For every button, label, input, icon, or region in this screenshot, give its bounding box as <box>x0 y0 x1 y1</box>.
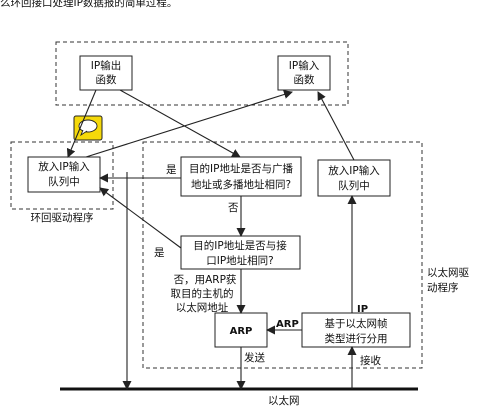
loopback-queue-line1: 放入IP输入 <box>38 160 90 173</box>
loopback-driver-label: 环回驱动程序 <box>31 211 94 224</box>
no-arp-line2: 取目的主机的 <box>171 287 234 300</box>
ip-edge-label: IP <box>357 304 368 315</box>
no-label-1: 否 <box>228 202 239 214</box>
ethernet-driver-region <box>142 141 423 369</box>
ip-layer-region <box>55 41 349 106</box>
demux-line1: 基于以太网帧 <box>325 317 388 330</box>
edge-loopback-ipin <box>85 90 293 158</box>
check-broadcast-line1: 目的IP地址是否与广播 <box>189 162 293 175</box>
demux-line2: 类型进行分用 <box>325 332 388 345</box>
send-label: 发送 <box>244 351 265 364</box>
edge-iface-loopback <box>99 187 182 249</box>
yes-label-2: 是 <box>154 247 165 259</box>
ethernet-label: 以太网 <box>268 394 300 407</box>
ip-input-line1: IP输入 <box>289 59 320 72</box>
check-iface-line2: 口IP地址相同? <box>206 254 274 267</box>
loopback-queue-line2: 队列中 <box>48 175 80 188</box>
loopback-driver-region <box>10 141 114 210</box>
ip-input-line2: 函数 <box>294 73 315 86</box>
header-fragment: 么环回接口处理IP数据报的简单过程。 <box>0 0 177 9</box>
ip-output-line2: 函数 <box>96 73 117 86</box>
yes-label-1: 是 <box>166 164 177 176</box>
arp-edge-label: ARP <box>276 319 299 330</box>
edge-etherqueue-ipin <box>317 91 355 161</box>
ether-driver-label-2: 动程序 <box>427 281 459 294</box>
arp-box-label: ARP <box>230 326 253 337</box>
check-broadcast-line2: 地址或多播地址相同? <box>191 178 291 191</box>
loopback-queue-box <box>27 156 101 193</box>
ip-output-line1: IP输出 <box>91 59 121 72</box>
ip-output-box <box>79 55 133 91</box>
ether-queue-line2: 队列中 <box>338 179 370 192</box>
no-arp-line1: 否，用ARP获 <box>174 274 237 286</box>
speech-bubble-icon <box>73 115 103 141</box>
no-arp-line3: 以太网地址 <box>176 301 229 314</box>
ether-queue-line1: 放入IP输入 <box>328 164 380 177</box>
ip-input-box <box>277 55 331 91</box>
edge-ipout-loopback <box>66 89 97 158</box>
check-iface-line1: 目的IP地址是否与接 <box>193 239 287 252</box>
ether-driver-label-1: 以太网驱 <box>427 266 469 279</box>
edge-ipout-broadcast <box>119 89 241 158</box>
receive-label: 接收 <box>360 354 381 367</box>
